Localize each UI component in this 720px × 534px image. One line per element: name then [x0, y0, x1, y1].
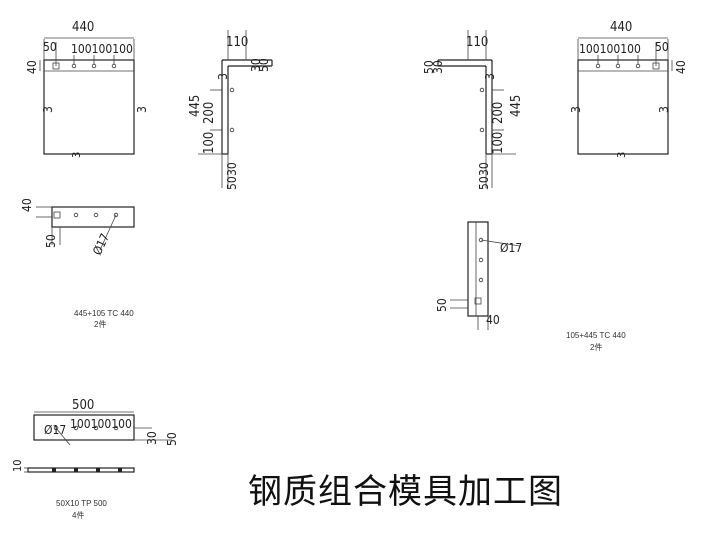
detail-1: 40 50 Ø17 445+105 TC 440 2件	[20, 198, 135, 329]
angle-b-bot-b-label: 50	[225, 176, 239, 190]
angle-b-off-b-label: 50	[257, 58, 271, 72]
detail-2-edge-label: 50	[435, 298, 449, 312]
flat-bar-spacing-label: 100100100	[70, 417, 132, 431]
angle-b: 110 3 30 50 445 200 100 30 50	[188, 30, 273, 190]
flat-bar-qty: 4件	[72, 510, 84, 520]
detail-1-edge-label: 50	[44, 234, 58, 248]
plate-a-side-label: 40	[25, 60, 39, 74]
plate-a: 440 50 100100100 40 3 3 3	[25, 20, 149, 158]
angle-c-bot-a-label: 30	[477, 162, 491, 176]
angle-c-top-label: 110	[466, 35, 488, 50]
flat-bar-spec: 50X10 TP 500	[56, 499, 107, 508]
detail-2-side-label: 40	[486, 313, 500, 327]
plate-a-width-label: 440	[72, 20, 94, 35]
angle-c-height-label: 445	[509, 95, 524, 117]
flat-bar: 500 Ø17 100100100 30 50 10 50X10 TP 500 …	[11, 398, 179, 520]
angle-b-height-label: 445	[188, 95, 203, 117]
detail-2-hole-label: Ø17	[500, 241, 522, 255]
flat-bar-hole-label: Ø17	[44, 423, 66, 437]
detail-2: Ø17 50 40 105+445 TC 440 2件	[435, 221, 626, 352]
plate-a-edge-label: 50	[43, 40, 57, 54]
detail-1-spec: 445+105 TC 440	[74, 309, 134, 318]
flat-bar-thk-label: 10	[11, 459, 24, 472]
flat-bar-dim-b-label: 50	[165, 432, 179, 446]
plate-d-edge-label: 50	[655, 40, 669, 54]
flat-bar-length-label: 500	[72, 398, 94, 413]
plate-d-thk-bottom-label: 3	[615, 152, 628, 158]
drawing-title: 钢质组合模具加工图	[248, 472, 563, 512]
detail-2-spec: 105+445 TC 440	[566, 331, 626, 340]
angle-c-thk-label: 3	[483, 73, 497, 80]
plate-a-spacing-label: 100100100	[71, 42, 133, 56]
detail-1-side-label: 40	[20, 198, 34, 212]
plate-d-spacing-label: 100100100	[579, 42, 641, 56]
flat-bar-dim-a-label: 30	[145, 431, 159, 445]
plate-a-thk-bottom-label: 3	[70, 152, 83, 158]
angle-b-thk-label: 3	[216, 73, 230, 80]
plate-d-thk-left-label: 3	[569, 106, 583, 113]
plate-d-width-label: 440	[610, 20, 632, 35]
plate-a-thk-left-label: 3	[41, 106, 55, 113]
plate-d: 440 100100100 50 40 3 3 3	[569, 20, 688, 158]
plate-a-thk-right-label: 3	[135, 106, 149, 113]
detail-1-qty: 2件	[94, 319, 106, 329]
angle-b-off-a-label: 30	[249, 58, 263, 72]
angle-c-off-b-label: 30	[431, 60, 445, 74]
plate-d-thk-right-label: 3	[657, 106, 671, 113]
angle-c: 110 50 30 3 445 200 100 30 50	[422, 30, 524, 190]
angle-c-off-a-label: 50	[422, 60, 436, 74]
angle-b-top-label: 110	[226, 35, 248, 50]
detail-1-hole-label: Ø17	[90, 231, 112, 257]
angle-b-bot-a-label: 30	[225, 162, 239, 176]
plate-d-side-label: 40	[674, 60, 688, 74]
angle-b-low-label: 100	[202, 132, 217, 154]
angle-c-mid-label: 200	[491, 102, 506, 124]
angle-c-low-label: 100	[491, 132, 506, 154]
detail-2-qty: 2件	[590, 342, 602, 352]
angle-b-mid-label: 200	[202, 102, 217, 124]
angle-c-bot-b-label: 50	[477, 176, 491, 190]
